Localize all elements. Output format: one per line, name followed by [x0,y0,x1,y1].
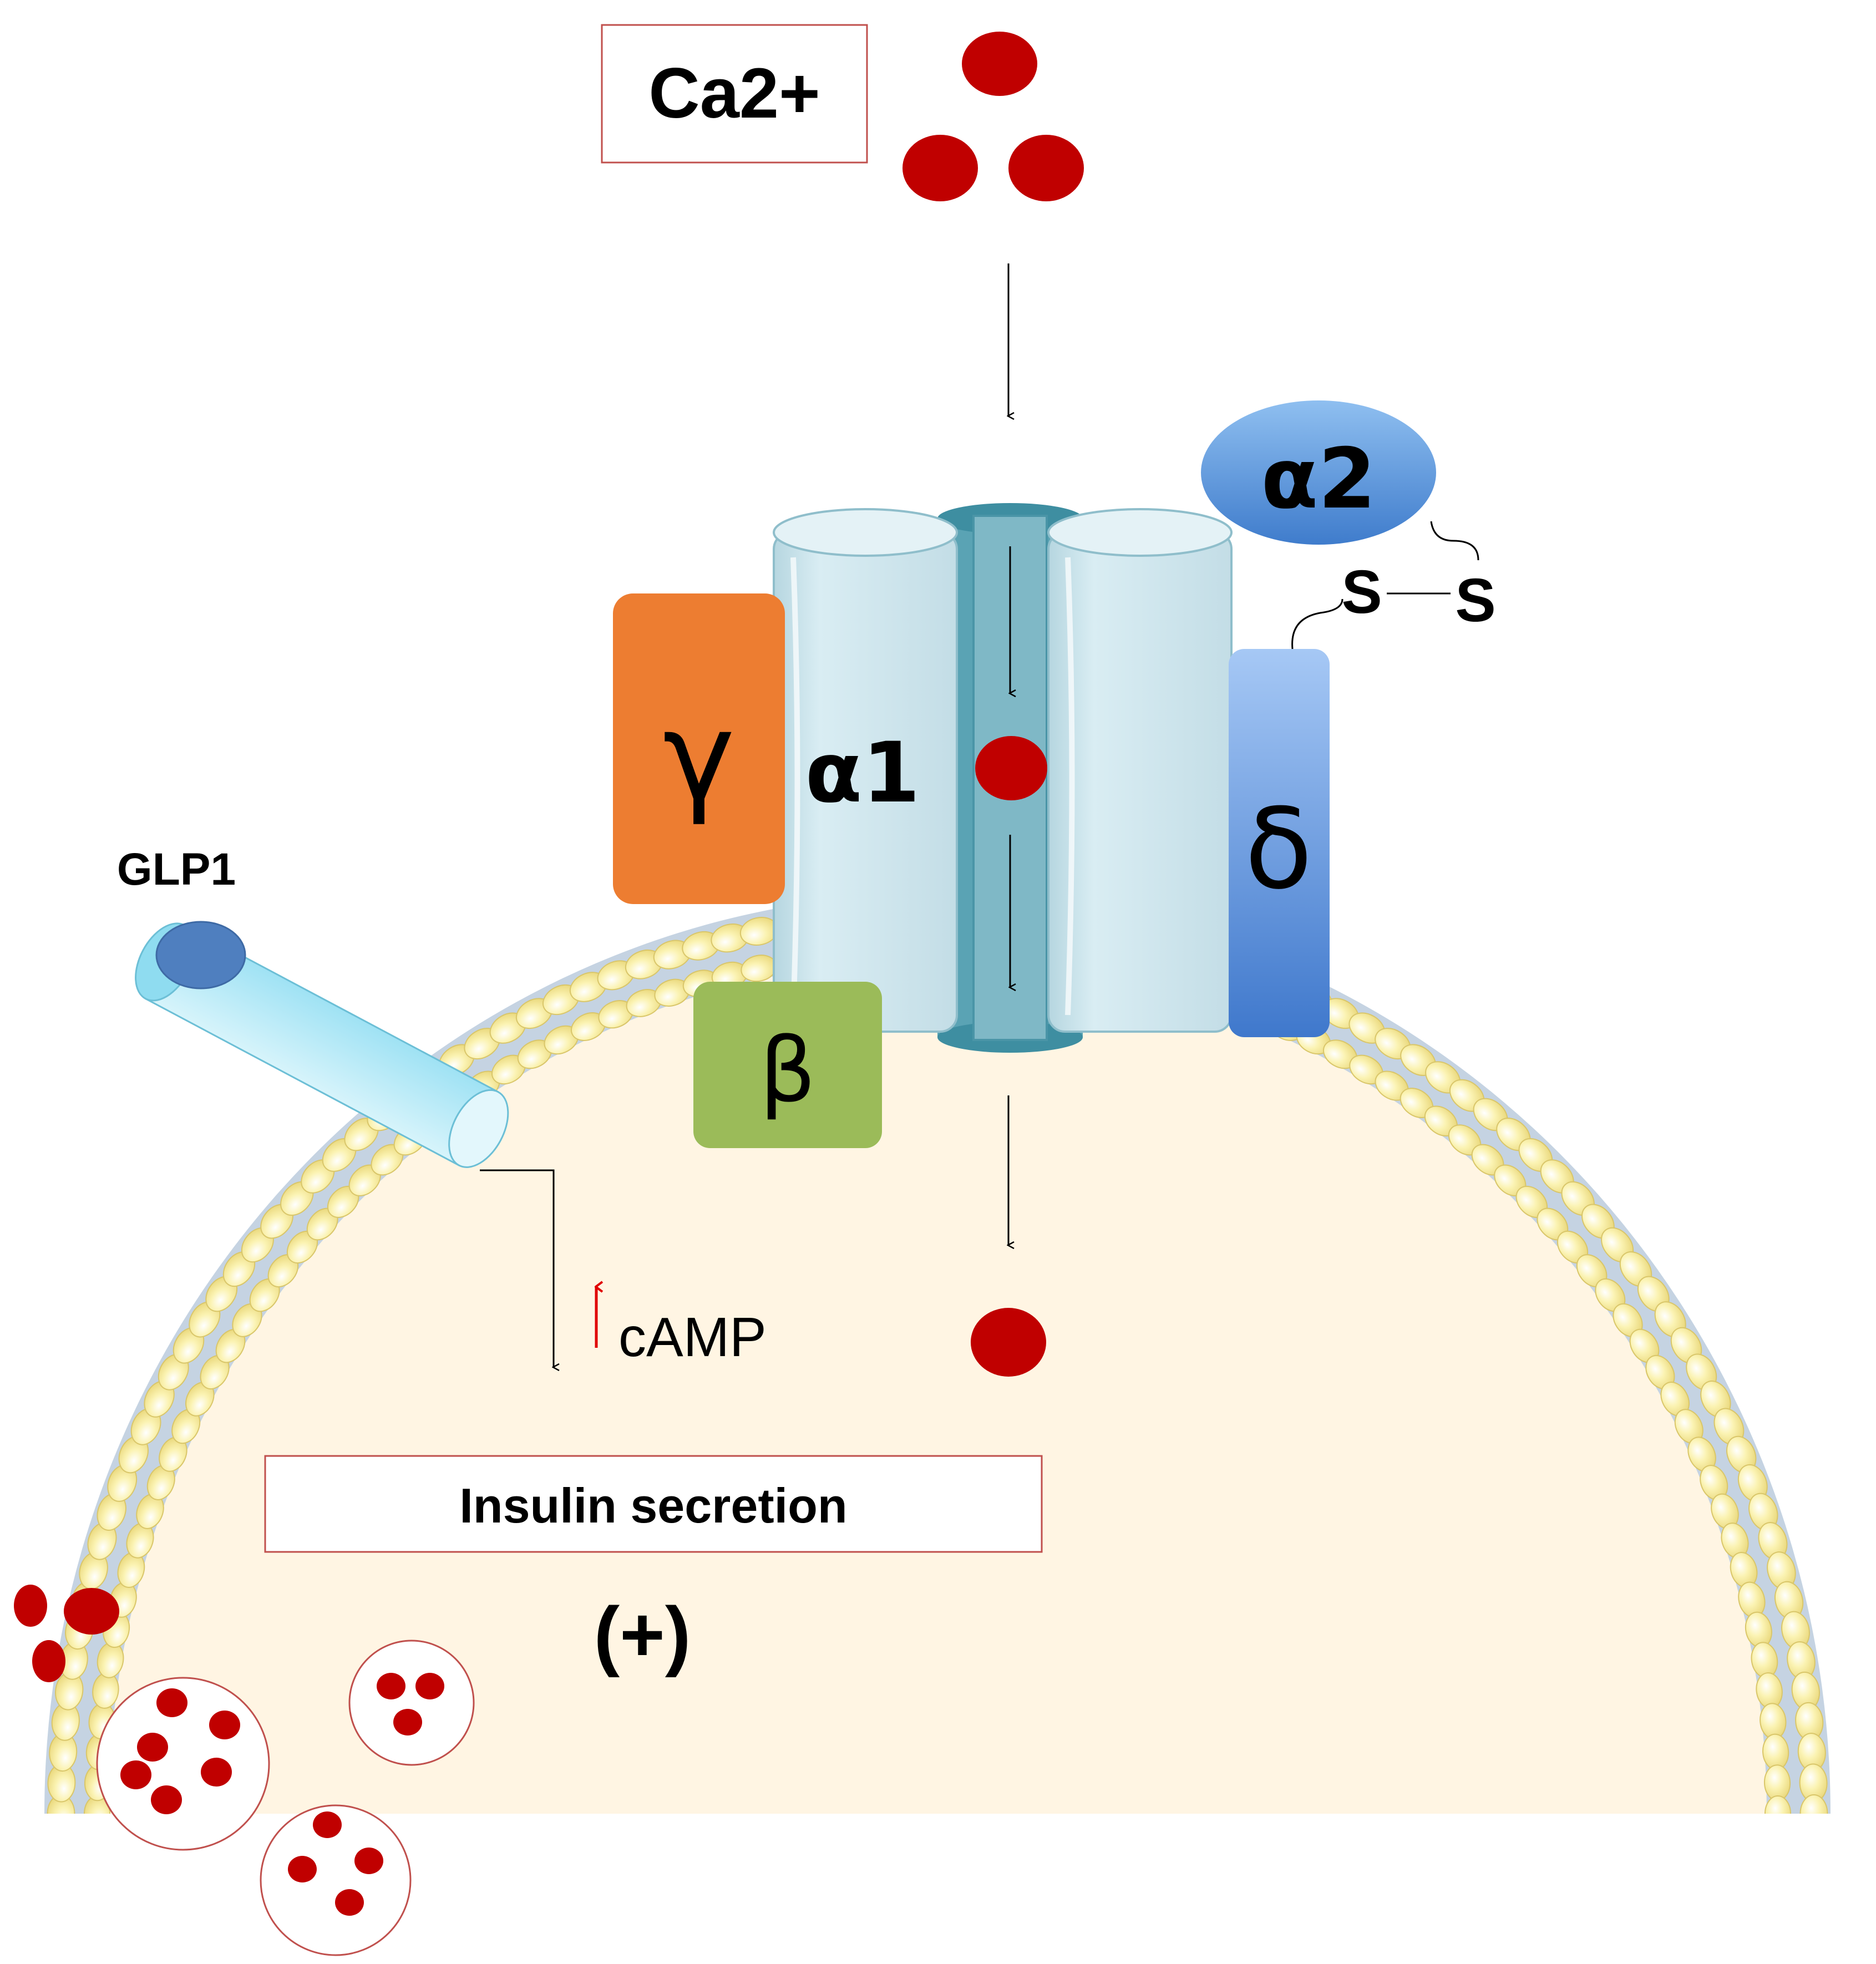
insulin-vesicle [96,1677,270,1851]
alpha2-subunit [1201,400,1436,545]
glp1-signal-line [480,1169,554,1367]
released-insulin [64,1588,119,1635]
calcium-ion [902,135,978,201]
lipid-heads-outer [47,917,1828,1814]
insulin-secretion-box [264,1455,1043,1553]
lipid-head [1799,1794,1828,1814]
disulfide-s-left: S [1341,558,1382,626]
alpha2-label: α2 [1261,431,1376,527]
beta-label: β [759,1018,816,1122]
glp1-label: GLP1 [117,844,236,895]
stimulation-label: (+) [594,1591,691,1678]
alpha1-label: α1 [805,725,920,821]
gamma-label: γ [663,686,735,828]
delta-linker [1291,598,1343,649]
delta-label: δ [1245,785,1312,914]
alpha2-linker [1430,521,1479,561]
calcium-ion [962,32,1037,96]
cytoplasm [108,960,1767,1814]
calcium-ion-in-pore [975,736,1047,800]
disulfide-s-right: S [1455,566,1495,635]
calcium-label: Ca2+ [648,54,820,133]
beta-subunit [693,982,882,1148]
camp-label: cAMP [618,1306,767,1368]
gamma-subunit [613,593,785,904]
calcium-ion-cytosol [971,1308,1046,1377]
calcium-ion [1008,135,1084,201]
calcium-label-box [601,24,868,164]
alpha1-subunit [773,508,1233,1033]
insulin-vesicle [348,1640,475,1766]
lipid-head [1764,1795,1792,1814]
glp1-ligand [155,921,246,989]
insulin-secretion-label: Insulin secretion [459,1478,847,1533]
released-insulin [14,1585,47,1627]
insulin-vesicle [260,1804,412,1956]
delta-subunit [1229,649,1330,1037]
released-insulin [32,1640,65,1682]
